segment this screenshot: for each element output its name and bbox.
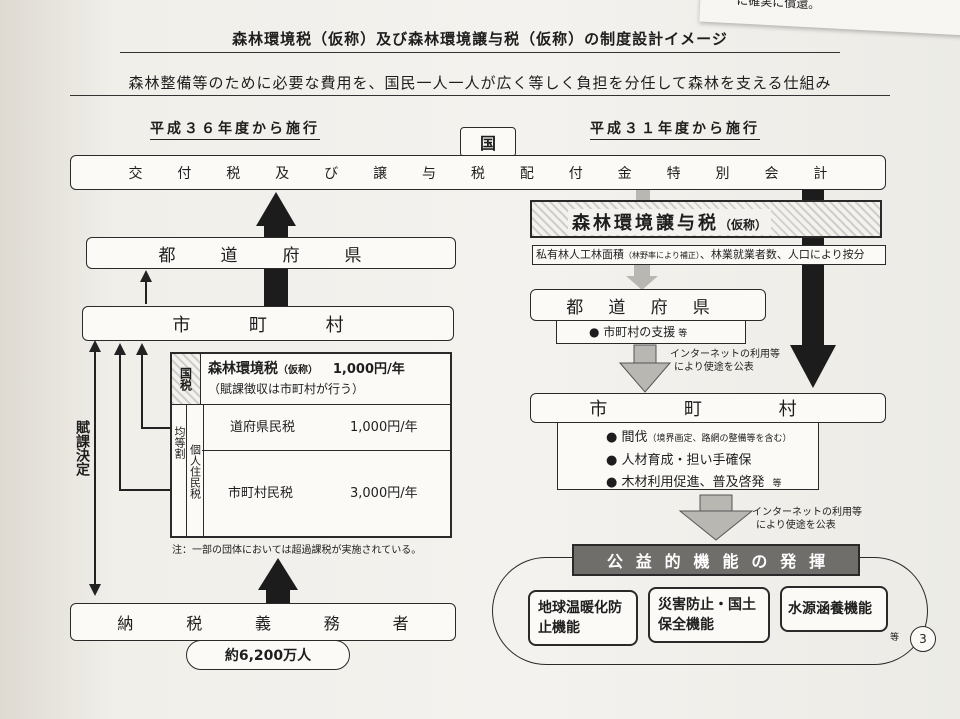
page-number: 3 xyxy=(910,626,936,652)
arrow-down-right-head xyxy=(790,345,836,388)
pref-tax-name: 道府県民税 xyxy=(230,420,296,435)
left-heading: 平成３６年度から施行 xyxy=(150,118,320,140)
resident-tax-label: 個人住民税 xyxy=(186,404,204,538)
pref-use-box: ● 市町村の支援等 xyxy=(556,320,746,344)
arrow-up-from-taxpayers-head xyxy=(258,558,298,590)
national-box: 国 xyxy=(460,127,516,157)
muni-tax-name: 市町村民税 xyxy=(228,486,294,501)
public-function-banner: 公 益 的 機 能 の 発 揮 xyxy=(572,544,860,576)
national-tax-label: 国税 xyxy=(172,354,201,405)
right-municipality-box: 市 町 村 xyxy=(530,393,886,423)
function-warming-prevention: 地球温暖化防止機能 xyxy=(528,590,638,646)
arrow-up-shaft-lower xyxy=(264,268,288,306)
function-water-conservation: 水源涵養機能 xyxy=(780,586,888,632)
forest-tax-row: 森林環境税（仮称） 1,000円/年 xyxy=(208,361,405,377)
tax-note: 注：一部の団体においては超過課税が実施されている。 xyxy=(172,545,422,556)
assessment-label: 賦課決定 xyxy=(74,420,90,476)
national-label: 国 xyxy=(479,134,496,153)
muni-tax-amount: 3,000円/年 xyxy=(350,486,418,501)
page-subtitle: 森林整備等のために必要な費用を、国民一人一人が広く等しく負担を分任して森林を支え… xyxy=(70,72,890,96)
taxpayer-count-oval: 約6,200万人 xyxy=(186,640,350,670)
muni-use-2: ● 人材育成・担い手確保 xyxy=(606,453,752,468)
internet-note-2: インターネットの利用等 により使途を公表 xyxy=(752,507,862,531)
muni-use-1: ● 間伐（境界画定、路網の整備等を含む） xyxy=(606,430,792,445)
pref-tax-amount: 1,000円/年 xyxy=(350,420,418,435)
muni-uses-box: ● 間伐（境界画定、路網の整備等を含む） ● 人材育成・担い手確保 ● 木材利用… xyxy=(557,422,819,490)
equal-label: 均等割 xyxy=(173,426,186,459)
special-account-box: 交 付 税 及 び 譲 与 税 配 付 金 特 別 会 計 xyxy=(70,155,886,190)
forest-tax-note: （賦課徴収は市町村が行う） xyxy=(208,382,365,396)
right-heading: 平成３１年度から施行 xyxy=(590,118,760,140)
page-title: 森林環境税（仮称）及び森林環境譲与税（仮称）の制度設計イメージ xyxy=(120,28,840,53)
transfer-tax-box: 森林環境譲与税（仮称） xyxy=(530,200,882,238)
special-account-label: 交 付 税 及 び 譲 与 税 配 付 金 特 別 会 計 xyxy=(128,165,828,182)
functions-etc: 等 xyxy=(890,633,900,643)
arrow-up-to-account-head xyxy=(256,192,296,226)
tax-table: 国税 森林環境税（仮称） 1,000円/年 （賦課徴収は市町村が行う） 均等割 … xyxy=(170,352,452,538)
taxpayers-box: 納 税 義 務 者 xyxy=(70,603,456,641)
internet-note-1: インターネットの利用等 により使途を公表 xyxy=(670,349,780,373)
allocation-basis: 私有林人工林面積（林野率により補正）、林業就業者数、人口により按分 xyxy=(532,245,886,265)
transfer-tax-label: 森林環境譲与税（仮称） xyxy=(568,209,772,235)
function-disaster-prevention: 災害防止・国土保全機能 xyxy=(648,587,770,643)
muni-use-3: ● 木材利用促進、普及啓発等 xyxy=(606,475,782,490)
left-prefecture-box: 都 道 府 県 xyxy=(86,237,456,269)
right-prefecture-box: 都 道 府 県 xyxy=(530,289,766,321)
left-municipality-box: 市 町 村 xyxy=(82,306,454,341)
